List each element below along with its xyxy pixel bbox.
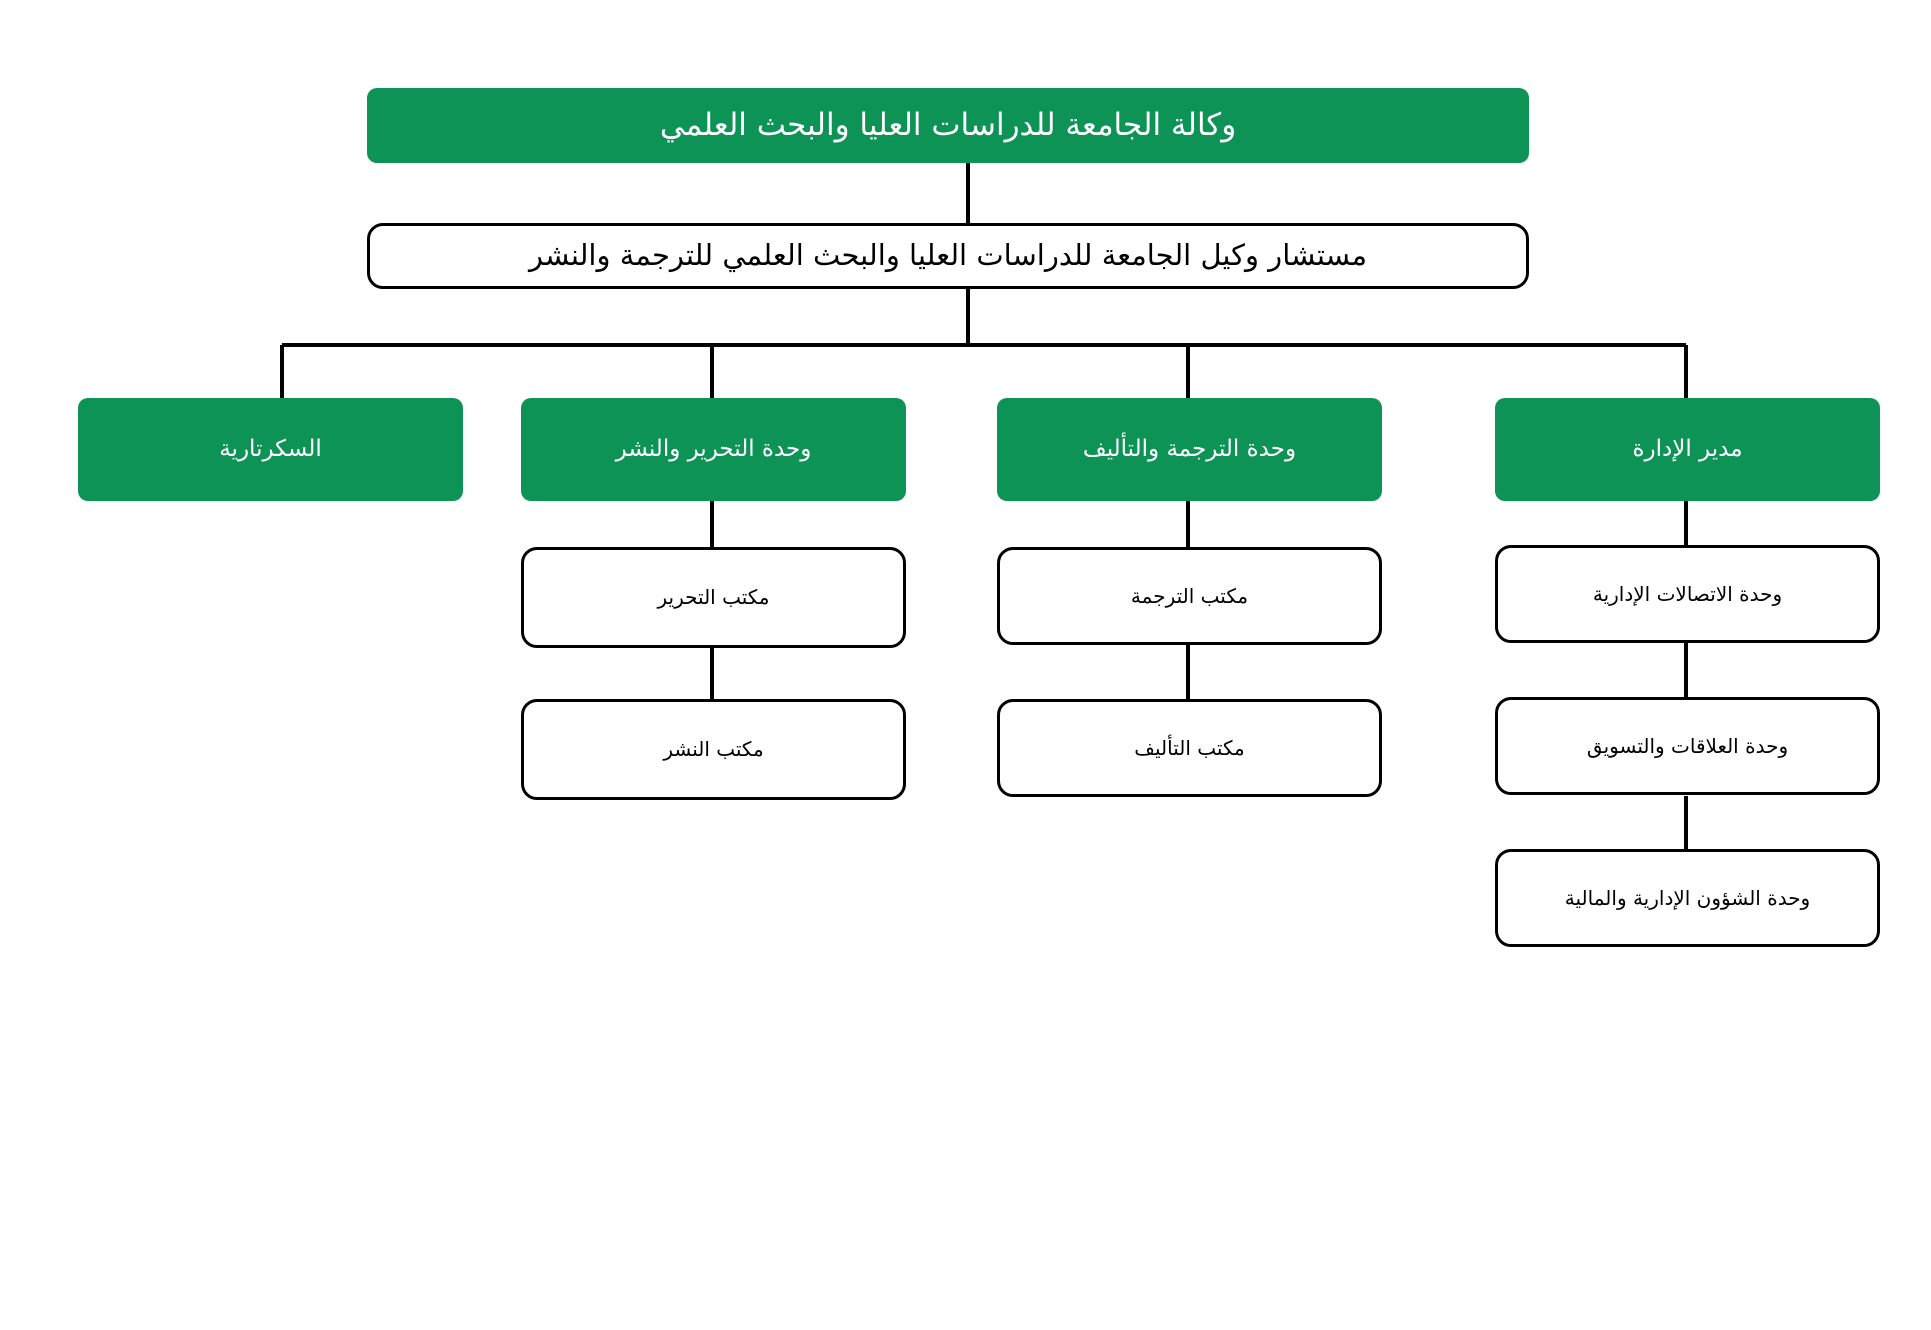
node-unit-editing-publishing-label: وحدة التحرير والنشر: [615, 435, 812, 462]
node-office-translation-label: مكتب الترجمة: [1130, 583, 1249, 608]
node-unit-admin-comms-label: وحدة الاتصالات الإدارية: [1592, 581, 1783, 606]
node-office-authoring[interactable]: مكتب التأليف: [997, 699, 1382, 797]
node-office-editing-label: مكتب التحرير: [657, 585, 770, 609]
node-unit-admin-director-label: مدير الإدارة: [1632, 435, 1743, 462]
node-root[interactable]: وكالة الجامعة للدراسات العليا والبحث الع…: [367, 88, 1529, 163]
node-unit-translation-authoring-label: وحدة الترجمة والتأليف: [1082, 435, 1297, 462]
node-root-label: وكالة الجامعة للدراسات العليا والبحث الع…: [659, 106, 1237, 143]
node-unit-admin-director[interactable]: مدير الإدارة: [1495, 398, 1880, 501]
node-unit-relations-marketing-label: وحدة العلاقات والتسويق: [1586, 733, 1789, 758]
node-unit-editing-publishing[interactable]: وحدة التحرير والنشر: [521, 398, 906, 501]
node-unit-secretariat[interactable]: السكرتارية: [78, 398, 463, 501]
node-office-translation[interactable]: مكتب الترجمة: [997, 547, 1382, 645]
node-unit-admin-comms[interactable]: وحدة الاتصالات الإدارية: [1495, 545, 1880, 643]
node-advisor[interactable]: مستشار وكيل الجامعة للدراسات العليا والب…: [367, 223, 1529, 289]
node-unit-relations-marketing[interactable]: وحدة العلاقات والتسويق: [1495, 697, 1880, 795]
node-office-authoring-label: مكتب التأليف: [1134, 735, 1245, 760]
node-unit-translation-authoring[interactable]: وحدة الترجمة والتأليف: [997, 398, 1382, 501]
node-advisor-label: مستشار وكيل الجامعة للدراسات العليا والب…: [528, 238, 1368, 273]
node-office-publishing[interactable]: مكتب النشر: [521, 699, 906, 800]
node-office-publishing-label: مكتب النشر: [663, 737, 764, 761]
node-unit-admin-financial-label: وحدة الشؤون الإدارية والمالية: [1564, 885, 1811, 910]
node-office-editing[interactable]: مكتب التحرير: [521, 547, 906, 648]
node-unit-admin-financial[interactable]: وحدة الشؤون الإدارية والمالية: [1495, 849, 1880, 947]
node-unit-secretariat-label: السكرتارية: [219, 435, 322, 462]
